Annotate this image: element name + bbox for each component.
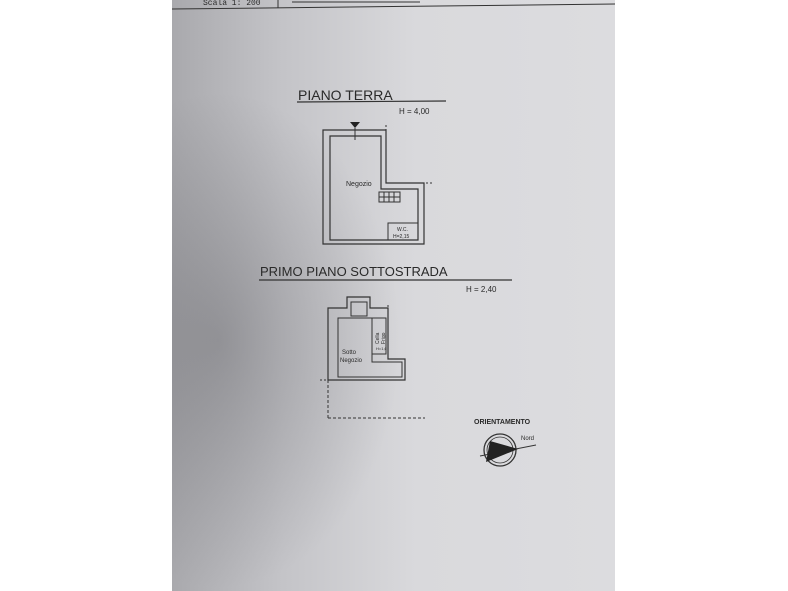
ground-floor-title: PIANO TERRA xyxy=(298,87,393,103)
basement-height: H = 2,40 xyxy=(466,285,497,294)
ground-floor-height: H = 4,00 xyxy=(399,107,430,116)
basement-plan: PRIMO PIANO SOTTOSTRADA H = 2,40 Sotto N… xyxy=(259,264,512,419)
cell-label-2: Frigo xyxy=(381,332,387,344)
scale-label: Scala 1: 200 xyxy=(203,0,261,8)
cell-height: H=1,6 xyxy=(376,346,388,351)
ground-floor-plan: PIANO TERRA H = 4,00 Negozio W.C. H=2,15 xyxy=(296,87,447,245)
compass-needle-icon xyxy=(486,441,518,462)
wc-label: W.C. xyxy=(397,227,408,233)
room-negozio: Negozio xyxy=(346,181,372,188)
wc-height: H=2,15 xyxy=(393,234,409,240)
room-negozio-basement: Negozio xyxy=(340,358,363,364)
north-label: Nord xyxy=(521,436,534,442)
title-block: Scala 1: 200 xyxy=(171,0,616,10)
stairs xyxy=(378,191,401,203)
orientation-title: ORIENTAMENTO xyxy=(474,419,531,426)
entrance-arrow-icon xyxy=(350,122,360,128)
paper-sheet xyxy=(172,0,615,591)
cell-label: Cella xyxy=(375,332,381,344)
room-sotto: Sotto xyxy=(342,350,357,356)
basement-title: PRIMO PIANO SOTTOSTRADA xyxy=(260,264,448,279)
north-compass: ORIENTAMENTO Nord xyxy=(474,419,537,467)
shadow xyxy=(172,90,402,591)
